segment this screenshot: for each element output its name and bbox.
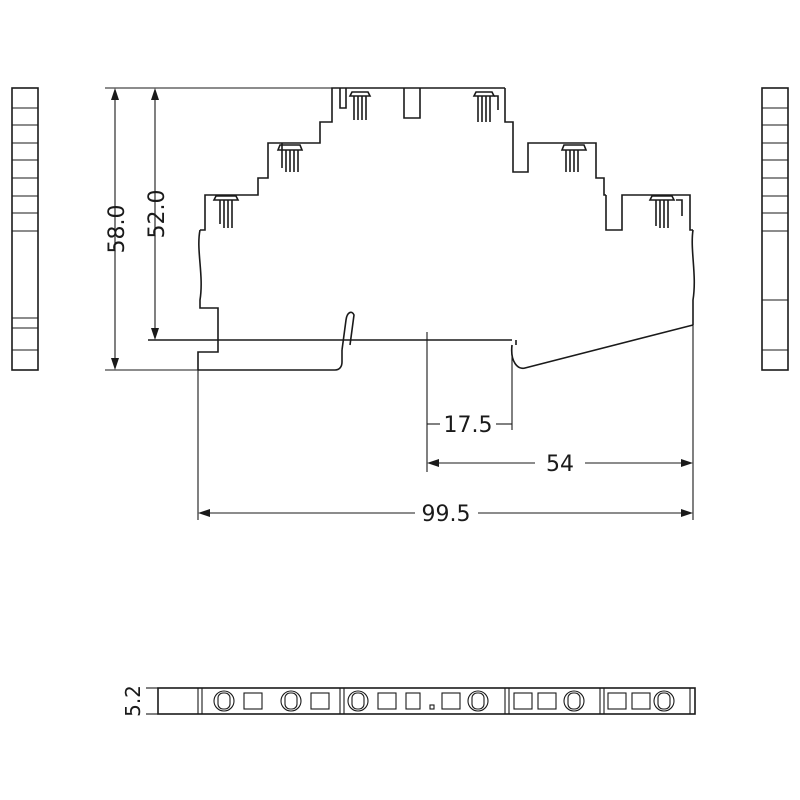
dim-label-17-5: 17.5 [444,413,493,438]
dim-label-52: 52.0 [145,190,170,239]
dim-label-54: 54 [546,452,574,477]
dimension-99-5: 99.5 [197,370,693,527]
bottom-view: 5.2 [121,685,696,717]
dim-label-99-5: 99.5 [422,502,471,527]
right-side-view [761,87,789,371]
dimension-58: 58.0 [105,87,340,371]
dimension-52: 52.0 [145,88,170,340]
front-view-profile [148,87,696,371]
left-side-view [11,87,39,371]
dim-label-5-2: 5.2 [121,685,145,717]
dimension-17-5: 17.5 [426,332,513,472]
dim-label-58: 58.0 [105,205,130,254]
dimension-54: 54 [427,325,694,520]
